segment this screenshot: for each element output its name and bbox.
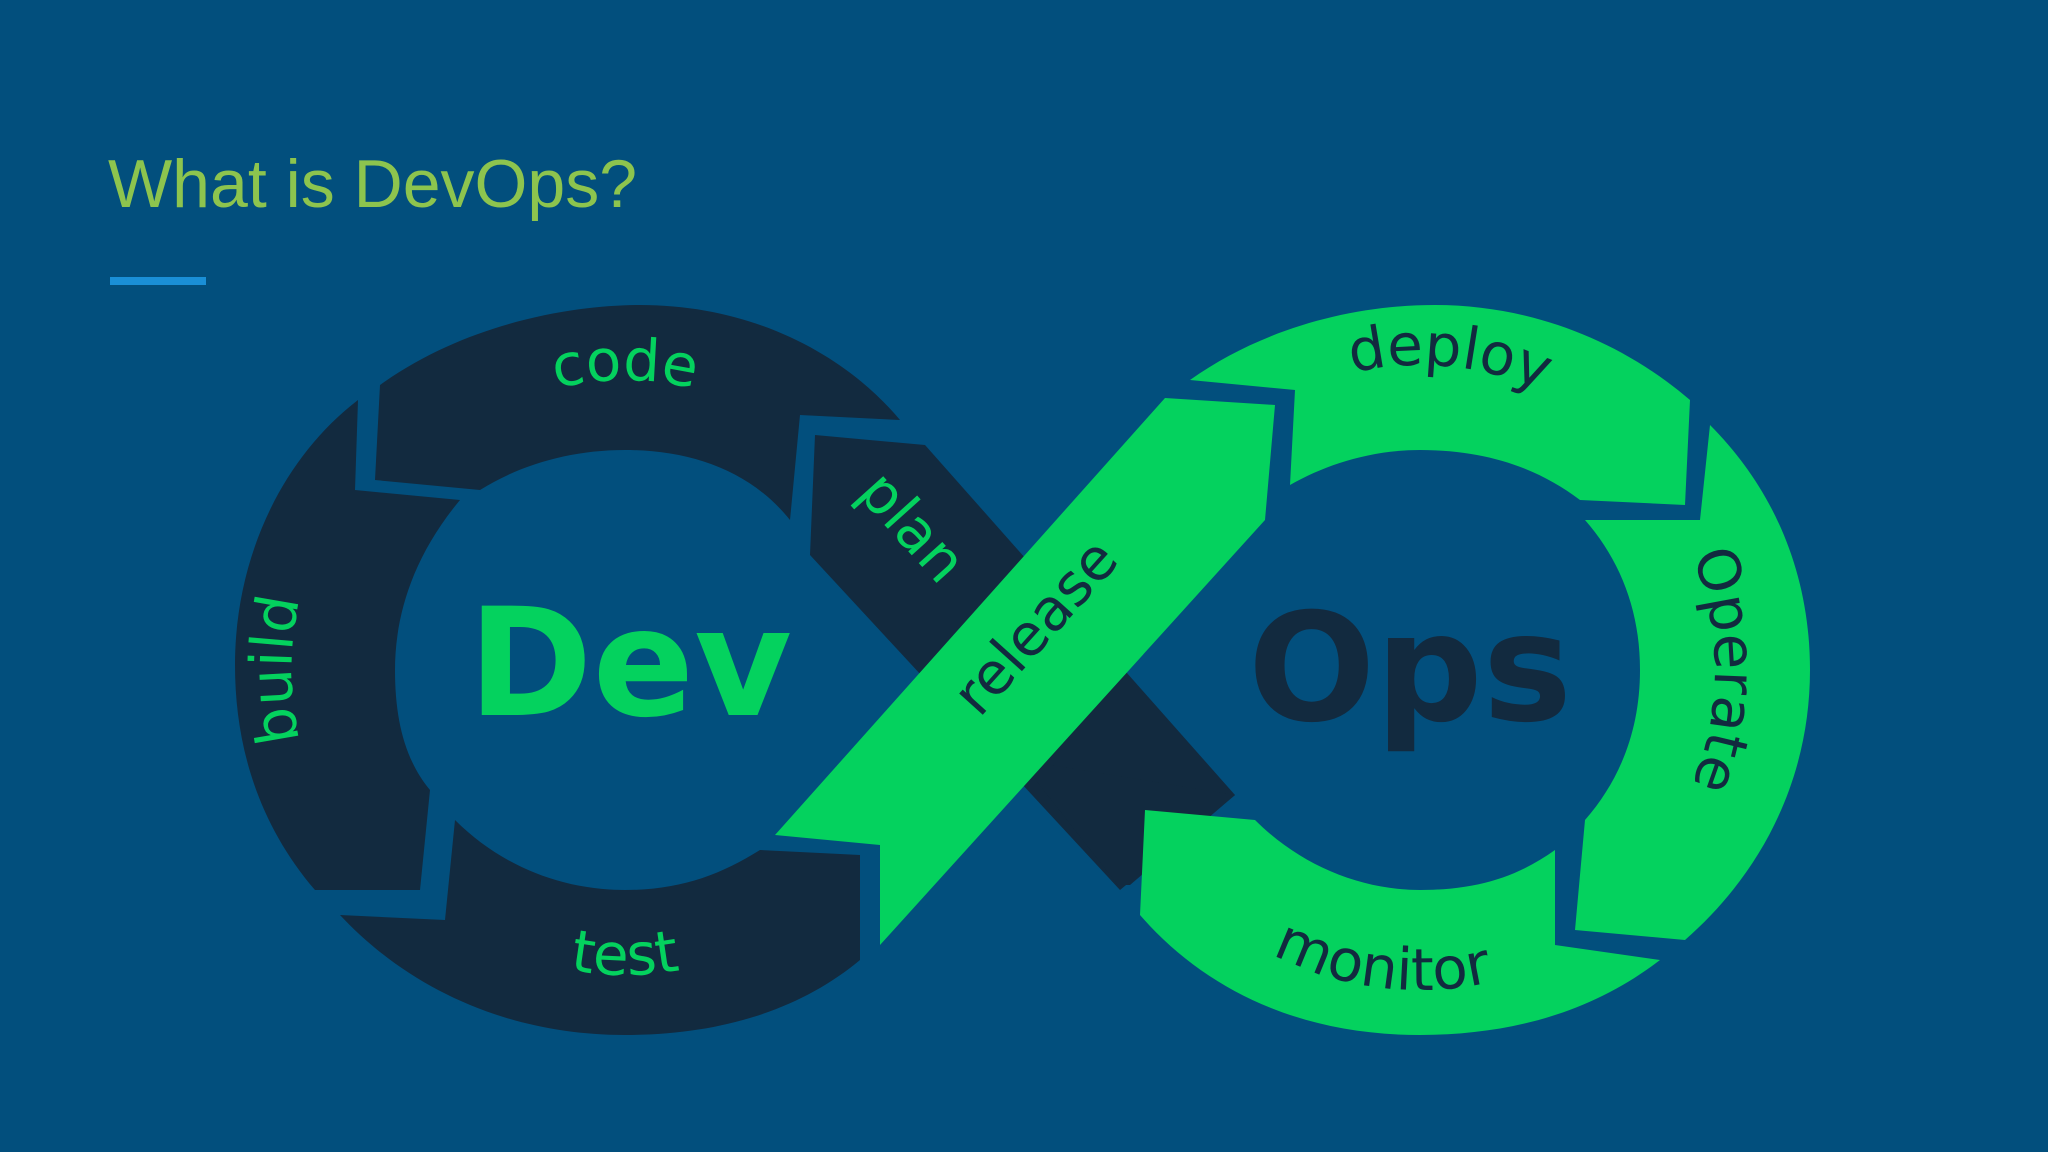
dev-label: Dev <box>468 577 792 751</box>
ops-label: Ops <box>1248 582 1572 756</box>
stage-label-code: code <box>546 326 704 402</box>
operate-segment <box>1575 425 1810 940</box>
monitor-segment <box>1140 810 1660 1035</box>
dev-tail <box>1020 760 1235 885</box>
title-underline <box>110 277 206 285</box>
test-segment <box>340 820 860 1035</box>
stage-label-build: build <box>237 590 313 750</box>
slide-title: What is DevOps? <box>108 146 638 222</box>
stage-label-test: test <box>568 917 683 990</box>
code-segment <box>375 305 900 520</box>
build-segment <box>235 400 460 890</box>
release-band <box>775 398 1275 945</box>
deploy-segment <box>1190 305 1690 505</box>
